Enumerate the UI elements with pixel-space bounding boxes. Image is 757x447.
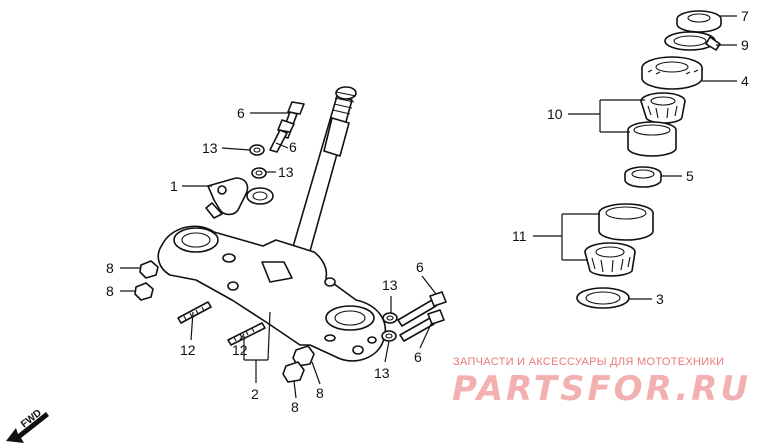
callout-8-bottom-a: 8 [291,399,299,415]
part-8-capnut-bottom-b [282,361,305,383]
callout-6-right-b: 6 [414,349,422,365]
callout-10: 10 [547,106,563,122]
part-10-upper-race [627,121,677,157]
watermark-tagline: ЗАПЧАСТИ И АКСЕССУАРЫ ДЛЯ МОТОТЕХНИКИ [453,356,724,368]
callout-13-right-a: 13 [382,277,398,293]
part-9-lock-washer [664,31,721,51]
part-7-top-nut [676,10,722,33]
part-4-adjusting-nut [641,56,703,90]
callout-8-left-a: 8 [106,260,114,276]
callout-labels: 7 9 4 10 5 11 3 6 6 13 13 1 8 8 12 12 2 … [106,8,749,415]
part-10-upper-bearing [640,92,686,124]
watermark: ЗАПЧАСТИ И АКСЕССУАРЫ ДЛЯ МОТОТЕХНИКИ PA… [452,356,751,409]
callout-9: 9 [741,37,749,53]
callout-2: 2 [251,386,259,402]
callout-13-upper-a: 13 [202,140,218,156]
callout-13-upper-b: 13 [278,164,294,180]
callout-6-upper-a: 6 [237,105,245,121]
part-8-nut-left-a [139,260,159,279]
callout-13-right-b: 13 [374,365,390,381]
callout-6-right-a: 6 [416,259,424,275]
part-8-nut-left-b [134,282,154,301]
watermark-brand: PARTSFOR.RU [452,369,751,409]
callout-12-b: 12 [232,342,248,358]
part-12-stud-b [227,322,266,346]
part-1-bracket [205,177,274,219]
part-6-bolt-right-a [397,291,447,327]
part-5-dust-seal [624,166,662,188]
part-2-steering-stem-tube [289,86,357,263]
part-11-lower-bearing [584,242,636,277]
part-11-lower-race [598,203,654,241]
callout-8-left-b: 8 [106,283,114,299]
callout-5: 5 [686,168,694,184]
part-3-lower-seal [576,287,630,309]
callout-4: 4 [741,73,749,89]
part-13-washer-right-b [381,330,397,342]
callout-1: 1 [170,178,178,194]
callout-7: 7 [741,8,749,24]
part-13-washer-right-a [382,312,398,324]
callout-11: 11 [512,228,527,244]
fwd-direction-marker: FWD [6,408,49,443]
part-12-stud-a [177,301,212,324]
part-13-washer-upper-b [251,167,267,179]
leader-lines [120,15,737,399]
callout-12-a: 12 [180,342,196,358]
part-6-bolt-upper-b [269,119,295,153]
part-8-capnut-bottom-a [292,345,315,367]
callout-6-upper-b: 6 [289,139,297,155]
part-13-washer-upper-a [249,144,265,156]
callout-3: 3 [656,291,664,307]
part-6-bolt-right-b [399,309,445,342]
callout-8-bottom-b: 8 [316,385,324,401]
part-2-bottom-bridge [157,225,387,362]
